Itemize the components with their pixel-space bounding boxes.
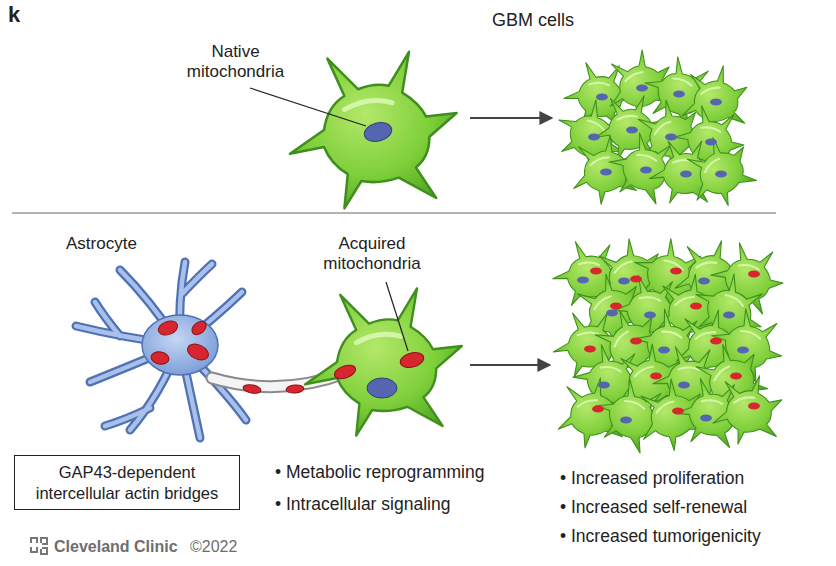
callout-label: Acquired mitochondria <box>312 234 432 275</box>
watermark: ©2022 <box>190 537 237 556</box>
process-box: GAP43-dependent intercellular actin brid… <box>14 455 240 510</box>
group-label: GBM cells <box>492 10 574 32</box>
gbm-cluster <box>544 43 766 218</box>
astrocyte <box>76 262 246 438</box>
leader-line <box>386 282 408 351</box>
arrow <box>470 364 550 366</box>
bullet-item: • Intracellular signaling <box>275 494 450 515</box>
bullet-item: • Increased self-renewal <box>560 497 747 518</box>
panel-letter: k <box>8 2 20 28</box>
box-text: GAP43-dependent intercellular actin brid… <box>23 462 231 503</box>
gbm-cell <box>290 52 457 208</box>
bullet-item: • Increased tumorigenicity <box>560 526 761 547</box>
bullet-item: • Increased proliferation <box>560 468 744 489</box>
cell-label: Astrocyte <box>66 234 137 254</box>
leader-line <box>250 88 366 126</box>
callout-label: Native mitochondria <box>178 42 293 83</box>
gbm-cell-acquired <box>305 288 462 435</box>
watermark: Cleveland Clinic <box>54 537 178 556</box>
logo-mark <box>30 537 48 555</box>
bullet-item: • Metabolic reprogramming <box>275 462 484 483</box>
divider <box>12 212 776 214</box>
gbm-cluster-large <box>549 227 795 461</box>
arrow <box>470 117 552 119</box>
